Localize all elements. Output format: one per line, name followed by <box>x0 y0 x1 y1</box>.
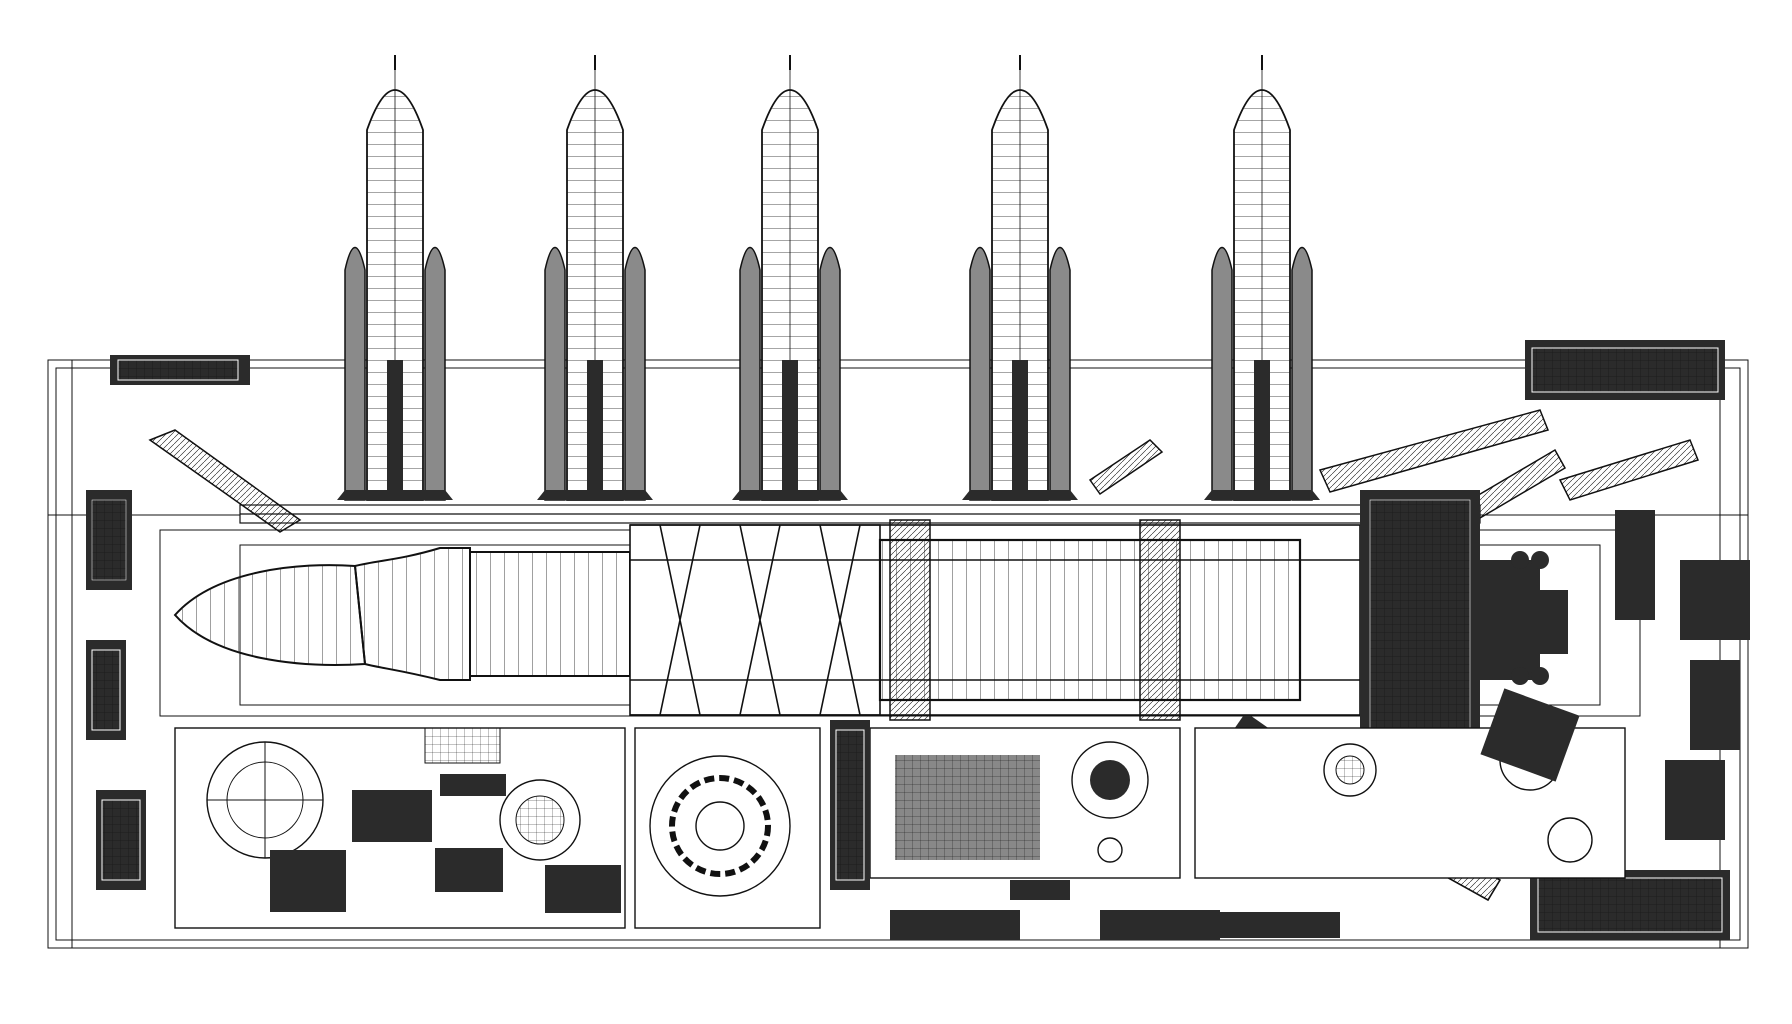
nose-fairing <box>173 564 367 666</box>
panel-center-dial <box>634 727 821 929</box>
main-rocket-horizontal <box>173 490 1568 740</box>
bottom-vehicles <box>830 720 1340 940</box>
panel-left-instruments <box>174 727 626 929</box>
rocket-5 <box>1204 55 1320 501</box>
rocket-4 <box>962 55 1078 501</box>
launch-pad-strip <box>239 504 1481 524</box>
panel-grid-chart <box>869 727 1181 879</box>
panel-right-instruments <box>1194 688 1626 879</box>
rocket-3 <box>732 55 848 501</box>
left-equipment-column <box>86 355 250 890</box>
upper-stage <box>353 547 471 681</box>
rocket-2 <box>537 55 653 501</box>
core-tank <box>878 538 1302 702</box>
engine-section <box>1360 490 1568 740</box>
interstage-tank <box>469 551 631 677</box>
upright-rocket-row <box>337 55 1320 501</box>
right-equipment-column <box>1525 340 1750 940</box>
rocket-1 <box>337 55 453 501</box>
